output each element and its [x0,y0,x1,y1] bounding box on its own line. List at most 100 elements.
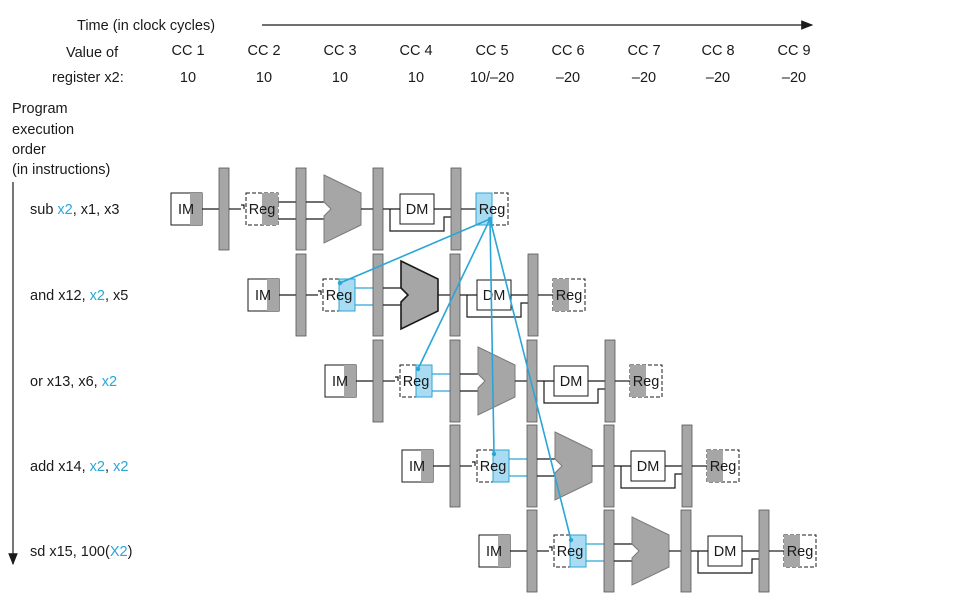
pipeline-register [372,253,384,337]
order-label-line: order [12,142,46,158]
im-box-shade [421,450,433,482]
reg-read-label: Reg [480,459,507,475]
alu [323,174,362,244]
register-x2-highlight: x2 [113,459,128,475]
instruction-text: sd x15, 100( [30,544,110,560]
reg-read-shade [492,449,510,483]
pipeline-register [526,424,538,508]
register-value: –20 [556,70,580,86]
pipeline-register [603,424,615,508]
instruction-label: or x13, x6, x2 [30,374,117,390]
wire [241,204,245,209]
dependency-endpoint [415,366,421,372]
register-value: 10 [408,70,424,86]
instruction-text: , [105,459,113,475]
instruction-label: and x12, x2, x5 [30,288,128,304]
wire [389,209,451,232]
dependency-endpoint [337,280,343,286]
wire [549,546,553,551]
alu [400,259,439,331]
pipeline-register [295,167,307,251]
instruction-label: sd x15, 100(X2) [30,544,132,560]
register-x2-highlight: x2 [57,202,72,218]
wire [318,290,322,295]
alu [631,516,670,586]
im-label: IM [178,202,194,218]
dependency-source [487,216,493,222]
im-label: IM [486,544,502,560]
register-value: 10/–20 [470,70,514,86]
order-label-line: (in instructions) [12,162,110,178]
pipeline-register [218,167,230,251]
reg-read-label: Reg [557,544,584,560]
reg-write-shade [784,535,800,567]
instruction-text: ) [128,544,133,560]
pipeline-register [526,509,538,593]
dm-label: DM [483,288,506,304]
pipeline-register [526,339,538,423]
im-box-shade [267,279,279,311]
pipeline-row: IM Reg DM Reg [324,339,663,423]
pipeline-register [527,253,539,337]
im-label: IM [409,459,425,475]
cycle-label: CC 2 [247,43,280,59]
instruction-label: sub x2, x1, x3 [30,202,120,218]
alu [554,431,593,501]
wire [620,466,682,489]
value-label-line2: register x2: [52,70,124,86]
dm-box [476,279,512,311]
instruction-text: or x13, x6, [30,374,102,390]
reg-read-shade [569,534,587,568]
reg-write-label: Reg [633,374,660,390]
im-box-shade [498,535,510,567]
register-x2-highlight: x2 [90,459,105,475]
pipeline-register [680,509,692,593]
dm-box [707,535,743,567]
reg-read-shade [262,193,278,225]
pipeline-row: IM Reg DM Reg [478,509,817,593]
cycle-label: CC 4 [399,43,432,59]
value-label-line1: Value of [66,45,119,61]
dm-label: DM [714,544,737,560]
register-value: 10 [256,70,272,86]
dependency-line [489,218,495,455]
reg-read-label: Reg [403,374,430,390]
pipeline-register [295,253,307,337]
pipeline-register [449,424,461,508]
pipeline-register [603,509,615,593]
cycle-label: CC 9 [777,43,810,59]
register-value: 10 [180,70,196,86]
im-label: IM [332,374,348,390]
reg-write-label: Reg [556,288,583,304]
cycle-label: CC 6 [551,43,584,59]
register-x2-highlight: x2 [102,374,117,390]
dm-label: DM [560,374,583,390]
register-x2-highlight: X2 [110,544,128,560]
instruction-text: add x14, [30,459,90,475]
register-value: –20 [706,70,730,86]
register-value: –20 [782,70,806,86]
instruction-label: add x14, x2, x2 [30,459,128,475]
wire [395,376,399,381]
pipeline-register [372,339,384,423]
dependency-line [339,218,491,284]
cycle-label: CC 5 [475,43,508,59]
wire [472,461,476,466]
reg-write-label: Reg [787,544,814,560]
pipeline-register [449,253,461,337]
instruction-text: sub [30,202,57,218]
reg-write-label: Reg [479,202,506,218]
cycle-label: CC 7 [627,43,660,59]
register-value: 10 [332,70,348,86]
wire [466,295,528,318]
alu [477,346,516,416]
wire [543,381,605,404]
reg-read-label: Reg [249,202,276,218]
pipeline-register [372,167,384,251]
dm-label: DM [637,459,660,475]
